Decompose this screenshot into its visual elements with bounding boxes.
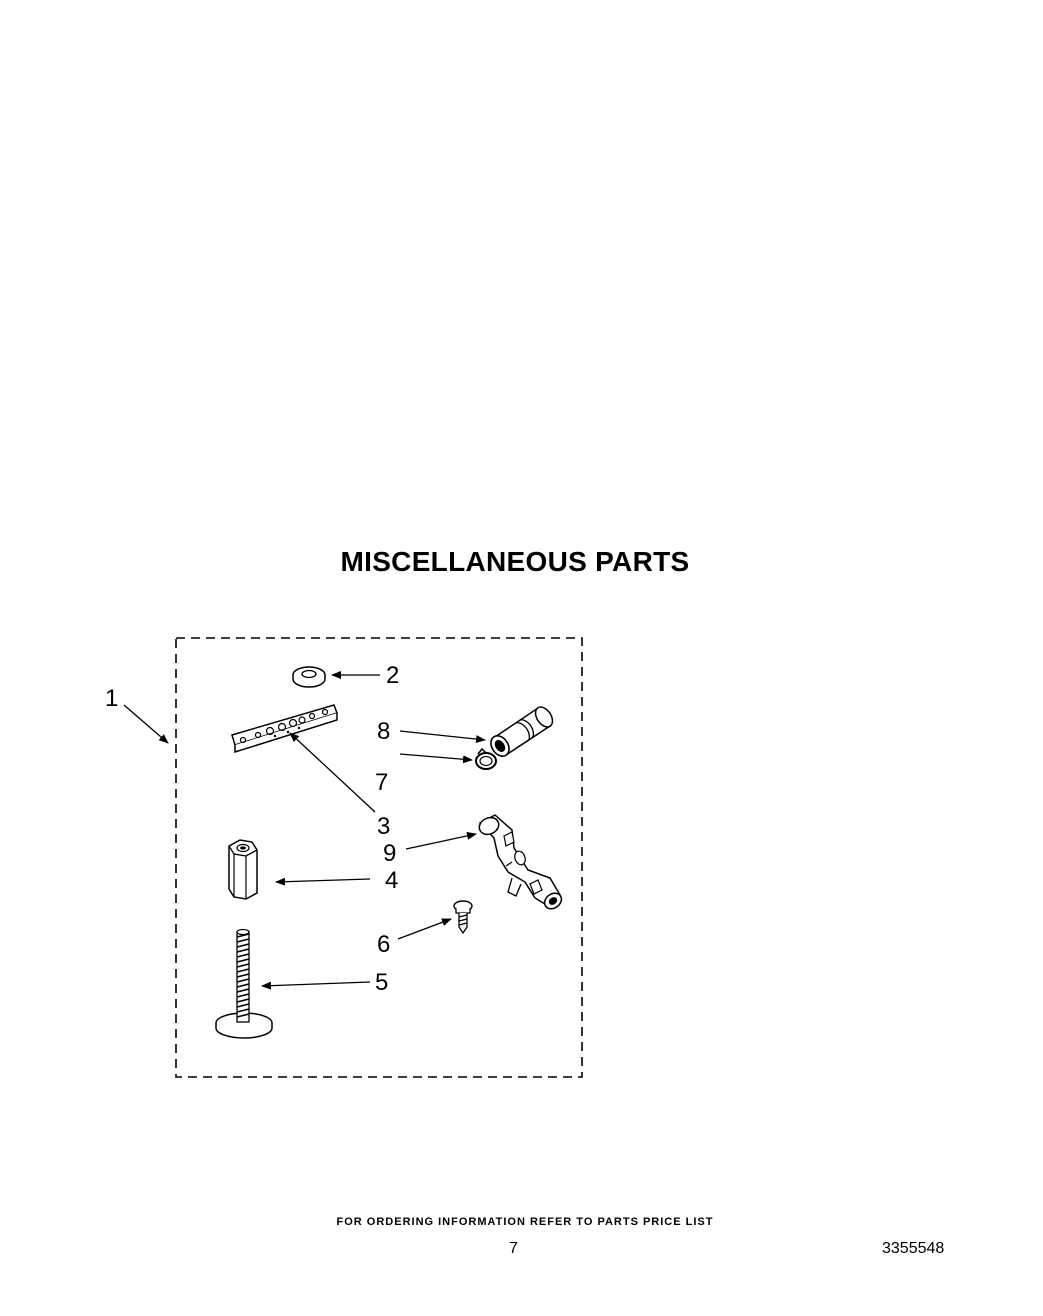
callout-9: 9 <box>383 840 396 867</box>
leader-4 <box>275 877 371 886</box>
callout-4: 4 <box>385 867 398 894</box>
screw-icon <box>453 900 473 935</box>
kit-boundary <box>175 637 583 1078</box>
document-number: 3355548 <box>882 1240 945 1257</box>
callout-6: 6 <box>377 931 390 958</box>
leader-9 <box>405 831 477 850</box>
callout-3: 3 <box>377 813 390 840</box>
callout-1: 1 <box>105 685 118 712</box>
hex-nut-icon <box>228 839 258 900</box>
callout-5: 5 <box>375 969 388 996</box>
leader-7 <box>399 753 473 764</box>
washer-icon <box>292 666 326 688</box>
leader-5 <box>261 981 371 990</box>
hose-connector-icon <box>490 706 554 757</box>
leader-6 <box>397 918 452 940</box>
leader-1 <box>123 704 169 744</box>
callout-2: 2 <box>386 662 399 689</box>
leader-3 <box>289 732 376 813</box>
callout-7: 7 <box>375 769 388 796</box>
leveling-leg-icon <box>215 928 273 1039</box>
page-title: MISCELLANEOUS PARTS <box>340 546 690 577</box>
page-number: 7 <box>509 1240 518 1257</box>
leader-8 <box>399 730 486 744</box>
clamp-icon <box>475 747 497 770</box>
ordering-note: FOR ORDERING INFORMATION REFER TO PARTS … <box>336 1216 714 1228</box>
bracket-plate-icon <box>231 704 338 754</box>
callout-8: 8 <box>377 718 390 745</box>
drain-hose-guide-icon <box>478 814 563 910</box>
